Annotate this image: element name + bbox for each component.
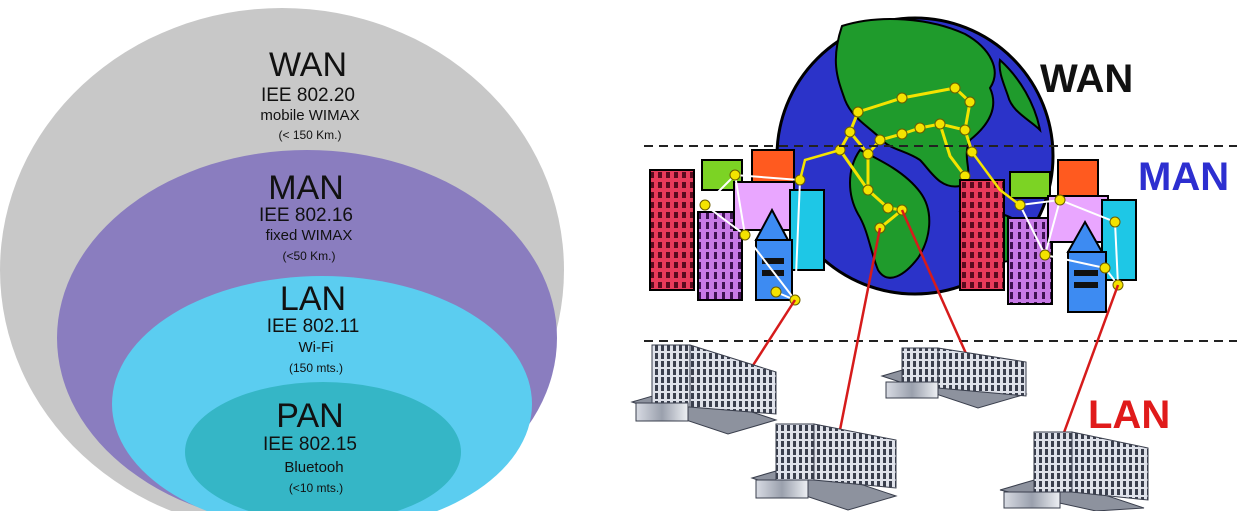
- tier-label-lan: LAN: [1088, 393, 1170, 437]
- network-illustration: WAN MAN LAN: [630, 16, 1237, 511]
- nested-scope-diagram: WAN IEE 802.20 mobile WIMAX (< 150 Km.) …: [0, 8, 564, 511]
- lan-links: [748, 209, 1120, 441]
- lan-label: LAN: [280, 280, 346, 318]
- tier-label-man: MAN: [1138, 155, 1229, 199]
- pan-range: (<10 mts.): [289, 481, 343, 495]
- city-cluster-left: [649, 149, 825, 306]
- wan-standard: IEE 802.20: [261, 85, 355, 106]
- lan-range: (150 mts.): [289, 361, 343, 375]
- pan-standard: IEE 802.15: [263, 434, 357, 455]
- man-range: (<50 Km.): [282, 249, 335, 263]
- man-links: [798, 148, 1021, 206]
- lan-office-building-1: [630, 344, 778, 435]
- man-standard: IEE 802.16: [259, 205, 353, 226]
- lan-office-building-4: [999, 431, 1149, 511]
- man-label: MAN: [268, 169, 344, 207]
- lan-office-building-3: [750, 423, 898, 511]
- pan-ellipse: [185, 382, 461, 511]
- tier-label-wan: WAN: [1040, 57, 1133, 101]
- wan-range: (< 150 Km.): [278, 128, 341, 142]
- wan-label: WAN: [269, 46, 347, 84]
- lan-office-building-2: [880, 347, 1028, 409]
- city-cluster-right: [959, 159, 1137, 313]
- man-tech: fixed WIMAX: [266, 227, 353, 244]
- wan-tech: mobile WIMAX: [260, 107, 359, 124]
- pan-tech: Bluetooh: [284, 459, 343, 476]
- lan-standard: IEE 802.11: [267, 316, 360, 337]
- pan-label: PAN: [276, 397, 343, 435]
- lan-tech: Wi-Fi: [299, 339, 334, 356]
